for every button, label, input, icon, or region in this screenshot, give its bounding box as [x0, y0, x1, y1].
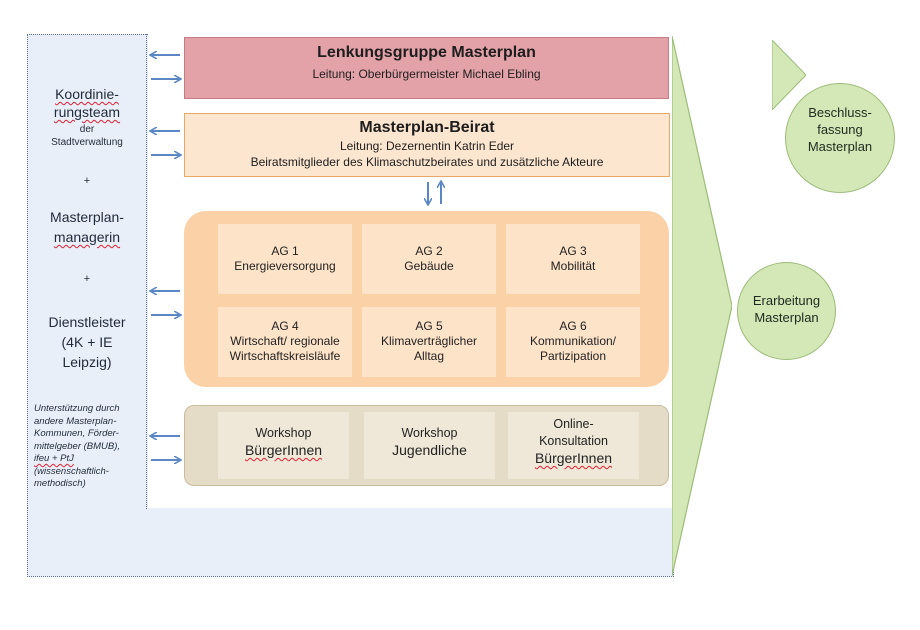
- lenkungsgruppe-box: Lenkungsgruppe Masterplan Leitung: Oberb…: [184, 37, 669, 99]
- support-line: Kommunen, Förder-: [34, 428, 119, 439]
- lenkungsgruppe-title: Lenkungsgruppe Masterplan: [317, 44, 536, 61]
- ag-label: Klimaverträglicher: [380, 334, 478, 348]
- support-line: Unterstützung durch: [34, 403, 120, 414]
- ag-box-2: AG 2 Gebäude: [362, 224, 496, 294]
- support-line: (wissenschaftlich-: [34, 465, 109, 477]
- erarbeitung-line: Masterplan: [754, 310, 819, 325]
- dienstleister-line1: Dienstleister: [48, 314, 126, 330]
- dienstleister-line3: Leipzig): [62, 354, 112, 370]
- koordinierungsteam-line1: Koordinie-: [55, 86, 119, 102]
- ag-box-4: AG 4 Wirtschaft/ regionale Wirtschaftskr…: [218, 307, 352, 377]
- ag-box-5: AG 5 Klimaverträglicher Alltag: [362, 307, 496, 377]
- stadtverwaltung-label: Stadtverwaltung: [51, 137, 123, 148]
- beirat-box: Masterplan-Beirat Leitung: Dezernentin K…: [184, 113, 670, 177]
- managerin-line1: Masterplan-: [50, 209, 124, 225]
- support-text: Unterstützung durch andere Masterplan- K…: [34, 403, 144, 491]
- ag-id: AG 3: [559, 244, 587, 258]
- ag-label: Wirtschaft/ regionale: [230, 334, 340, 348]
- support-line: methodisch): [34, 478, 86, 489]
- workshop-box-3: Online- Konsultation BürgerInnen: [508, 412, 639, 479]
- ag-id: AG 6: [559, 319, 587, 333]
- der-label: der: [79, 124, 95, 135]
- plus-1: +: [83, 175, 91, 187]
- support-line: andere Masterplan-: [34, 415, 117, 427]
- ag-box-3: AG 3 Mobilität: [506, 224, 640, 294]
- ag-label: Partizipation: [539, 349, 607, 363]
- workshop-line: BürgerInnen: [534, 450, 613, 466]
- workshop-line: BürgerInnen: [244, 442, 323, 458]
- workshop-line: Workshop: [401, 426, 458, 440]
- workshop-line: Online-: [553, 417, 594, 431]
- ag-label: Energieversorgung: [234, 259, 336, 273]
- beschluss-line: fassung: [817, 122, 863, 137]
- workshop-line: Konsultation: [539, 434, 608, 448]
- lenkungsgruppe-subtitle: Leitung: Oberbürgermeister Michael Eblin…: [312, 67, 541, 81]
- ag-id: AG 2: [415, 244, 443, 258]
- beirat-line2: Beiratsmitglieder des Klimaschutzbeirate…: [250, 155, 604, 169]
- ag-id: AG 5: [415, 319, 443, 333]
- managerin-line2: managerin: [53, 229, 121, 245]
- ag-label: Alltag: [413, 349, 445, 363]
- ag-label: Kommunikation/: [529, 334, 617, 348]
- ag-label: Wirtschaftskreisläufe: [229, 349, 341, 363]
- coordination-panel-base: [27, 508, 674, 577]
- koordinierungsteam-line2: rungsteam: [53, 104, 121, 120]
- workshop-box-1: Workshop BürgerInnen: [218, 412, 349, 479]
- ag-label: Mobilität: [550, 259, 596, 273]
- erarbeitung-line: Erarbeitung: [752, 293, 821, 308]
- small-chevron-arrow: [772, 40, 806, 110]
- support-line: ifeu + PtJ: [34, 453, 74, 464]
- plus-2: +: [83, 273, 91, 285]
- beschluss-line: Masterplan: [807, 139, 873, 154]
- chevron-arrow: [672, 36, 732, 576]
- ag-box-6: AG 6 Kommunikation/ Partizipation: [506, 307, 640, 377]
- beschluss-line: Beschluss-: [808, 105, 872, 120]
- ag-label: Gebäude: [404, 259, 454, 273]
- workshop-box-2: Workshop Jugendliche: [364, 412, 495, 479]
- coordination-panel: [27, 34, 148, 510]
- erarbeitung-circle: Erarbeitung Masterplan: [737, 262, 836, 360]
- beirat-line1: Leitung: Dezernentin Katrin Eder: [339, 139, 515, 153]
- workshop-line: Workshop: [255, 426, 312, 440]
- ag-id: AG 1: [271, 244, 299, 258]
- coordination-panel-edge: [146, 34, 147, 509]
- dienstleister-line2: (4K + IE: [61, 334, 113, 350]
- workshop-line: Jugendliche: [392, 442, 467, 458]
- beirat-title: Masterplan-Beirat: [359, 119, 495, 136]
- support-line: mittelgeber (BMUB),: [34, 440, 121, 452]
- ag-box-1: AG 1 Energieversorgung: [218, 224, 352, 294]
- ag-id: AG 4: [271, 319, 299, 333]
- beschlussfassung-circle: Beschluss- fassung Masterplan: [785, 83, 895, 193]
